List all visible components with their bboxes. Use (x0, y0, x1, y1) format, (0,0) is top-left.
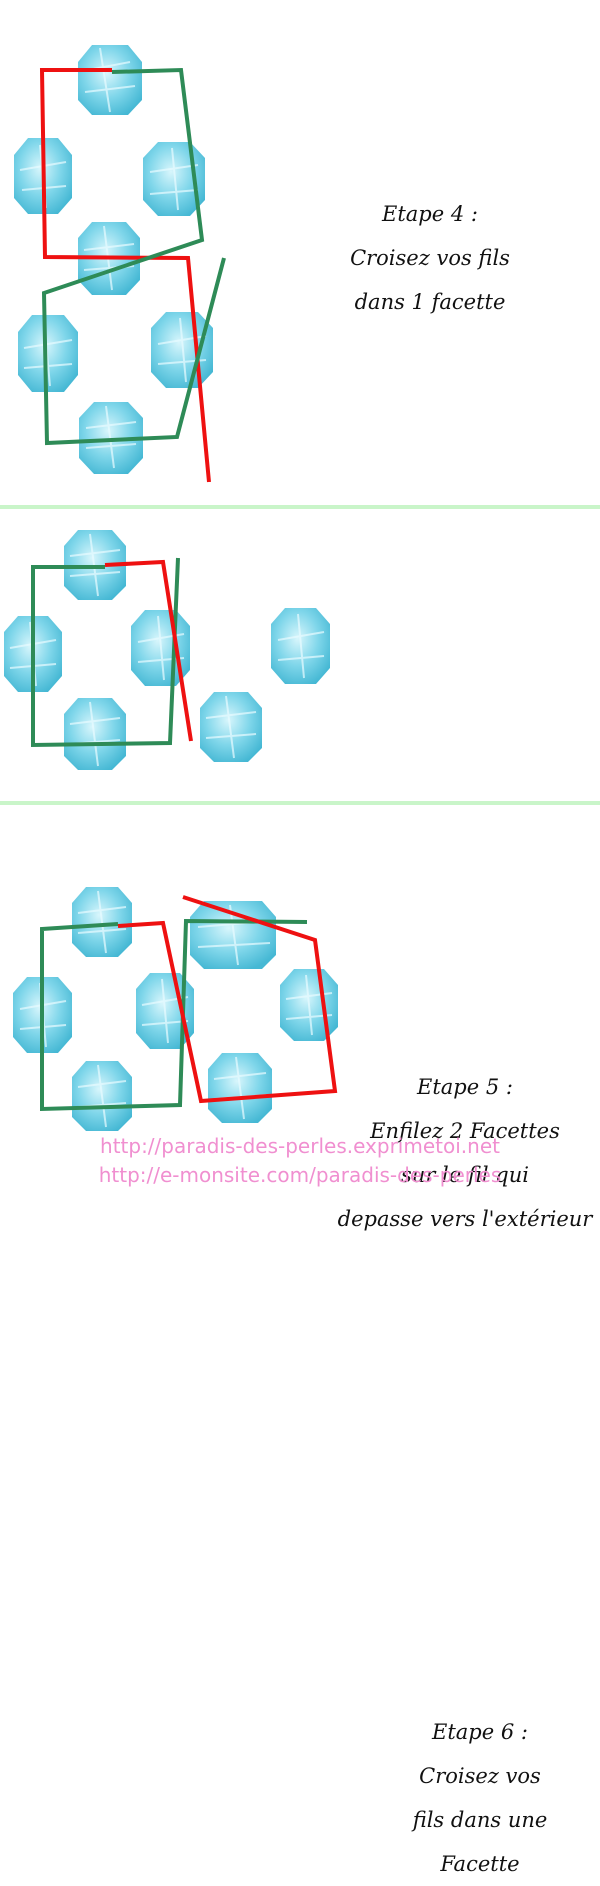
green-thread (41, 67, 226, 446)
step-5-title: Etape 5 : (417, 1075, 513, 1099)
step-5-diagram (4, 530, 330, 770)
step-4-line-1: Croisez vos fils (350, 246, 510, 270)
facet-bead-icon (190, 901, 276, 969)
facet-bead-icon (72, 1061, 132, 1131)
step-5-panel: Etape 5 : Enfilez 2 Facettes sur le fil … (0, 510, 600, 1231)
step-6-diagram (13, 887, 338, 1131)
step-5-line-3: depasse vers l'extérieur (337, 1207, 593, 1231)
divider (0, 505, 600, 509)
step-6-title: Etape 6 : (432, 1720, 528, 1744)
facet-bead-icon (271, 608, 330, 684)
step-5-line-2: sur le fil qui (401, 1163, 529, 1187)
step-5-line-1: Enfilez 2 Facettes (370, 1119, 560, 1143)
red-thread (117, 895, 338, 1104)
facet-bead-icon (200, 692, 262, 762)
red-thread (39, 68, 211, 483)
step-6-caption: Etape 6 : Croisez vos fils dans une Face… (395, 1710, 565, 1886)
divider (0, 801, 600, 805)
step-4-panel: Etape 4 : Croisez vos fils dans 1 facett… (0, 0, 600, 505)
facet-bead-icon (151, 312, 213, 388)
facet-bead-icon (18, 315, 78, 392)
facet-bead-icon (208, 1053, 272, 1123)
footer-url-1[interactable]: http://paradis-des-perles.exprimetoi.net (100, 1134, 500, 1158)
step-6-line-1: Croisez vos (419, 1764, 541, 1788)
facet-bead-icon (72, 887, 132, 957)
step-6-line-2: fils dans une (412, 1808, 548, 1832)
facet-bead-icon (280, 969, 338, 1041)
facet-bead-icon (78, 45, 142, 115)
footer-url-2[interactable]: http://e-monsite.com/paradis-des-perles (98, 1163, 502, 1187)
step-4-diagram (14, 45, 226, 483)
step-4-caption: Etape 4 : Croisez vos fils dans 1 facett… (310, 192, 550, 324)
green-thread (40, 918, 308, 1112)
facet-bead-icon (143, 142, 205, 216)
step-4-line-2: dans 1 facette (354, 290, 506, 314)
facet-bead-icon (79, 402, 143, 474)
red-thread (104, 559, 193, 742)
facet-bead-icon (64, 698, 126, 770)
step-4-title: Etape 4 : (382, 202, 478, 226)
green-thread (31, 557, 180, 748)
step-6-line-3: Facette (440, 1852, 520, 1876)
